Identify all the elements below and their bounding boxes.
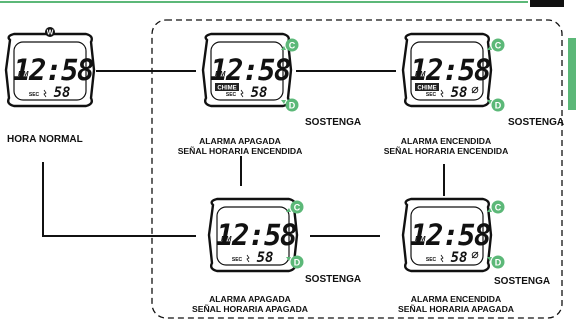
signal-icon: [440, 254, 444, 263]
seconds-label: SEC: [426, 257, 437, 263]
svg-text:D: D: [289, 100, 296, 110]
seconds-display: 58: [451, 85, 468, 101]
time-display: 12:58: [216, 218, 297, 252]
button-d-icon[interactable]: D: [487, 98, 505, 112]
watch-screen: [216, 206, 290, 266]
label-sostenga-4: SOSTENGA: [494, 276, 551, 287]
svg-text:C: C: [289, 40, 296, 50]
button-c-icon[interactable]: C: [487, 38, 505, 52]
pm-indicator: PM: [415, 236, 426, 243]
seconds-display: 58: [251, 85, 268, 101]
signal-icon: [43, 89, 47, 98]
label-senal-apagada-1: SEÑAL HORARIA APAGADA: [191, 304, 309, 314]
label-sostenga-3: SOSTENGA: [305, 274, 362, 285]
connector-normal-down: [42, 162, 196, 237]
dashed-frame: [151, 19, 563, 319]
time-display: 12:58: [210, 53, 291, 87]
button-c-icon[interactable]: C: [487, 200, 505, 214]
svg-text:D: D: [495, 100, 502, 110]
time-display: 12:58: [13, 53, 94, 87]
time-display: 12:58: [410, 53, 491, 87]
connectors: [42, 70, 445, 237]
button-d-icon[interactable]: D: [286, 255, 304, 269]
label-alarma-encendida-2: ALARMA ENCENDIDA: [410, 294, 502, 304]
chime-indicator: [215, 83, 239, 91]
pm-indicator: PM: [221, 236, 232, 243]
seconds-display: 58: [257, 250, 274, 266]
seconds-label: SEC: [226, 92, 237, 98]
svg-text:C: C: [495, 202, 502, 212]
seconds-label: SEC: [29, 92, 40, 98]
signal-icon: [440, 89, 444, 98]
label-alarma-apagada-1: ALARMA APAGADA: [199, 136, 281, 146]
svg-text:D: D: [495, 257, 502, 267]
mode-badge: [45, 27, 55, 37]
alarm-mode-icon: [471, 251, 479, 259]
top-rule: [0, 0, 564, 7]
signal-icon: [246, 254, 250, 263]
label-hora-normal: HORA NORMAL: [7, 134, 83, 145]
label-senal-apagada-2: SEÑAL HORARIA APAGADA: [397, 304, 515, 314]
svg-text:C: C: [294, 202, 301, 212]
chime-label: CHIME: [217, 86, 236, 92]
signal-icon: [240, 89, 244, 98]
label-sostenga-1: SOSTENGA: [305, 117, 362, 128]
button-d-icon[interactable]: D: [487, 255, 505, 269]
pm-indicator: PM: [18, 71, 29, 78]
svg-text:D: D: [294, 257, 301, 267]
seconds-label: SEC: [232, 257, 243, 263]
side-tab: [568, 38, 576, 110]
button-c-icon[interactable]: C: [286, 200, 304, 214]
label-alarma-encendida-1: ALARMA ENCENDIDA: [400, 136, 492, 146]
pm-indicator: PM: [415, 71, 426, 78]
seconds-display: 58: [54, 85, 71, 101]
watch-screen: [410, 206, 484, 266]
chime-label: CHIME: [417, 86, 436, 92]
seconds-display: 58: [451, 250, 468, 266]
mode-badge-letter: W: [47, 30, 54, 37]
label-senal-encendida-1: SEÑAL HORARIA ENCENDIDA: [177, 146, 303, 156]
label-senal-encendida-2: SEÑAL HORARIA ENCENDIDA: [383, 146, 509, 156]
time-display: 12:58: [410, 218, 491, 252]
label-alarma-apagada-2: ALARMA APAGADA: [209, 294, 291, 304]
button-d-icon[interactable]: D: [281, 98, 299, 112]
seconds-label: SEC: [426, 92, 437, 98]
alarm-mode-icon: [471, 86, 479, 94]
label-sostenga-2: SOSTENGA: [508, 117, 565, 128]
button-group: C D C D C D C D: [281, 38, 505, 269]
pm-indicator: PM: [215, 71, 226, 78]
button-c-icon[interactable]: C: [281, 38, 299, 52]
chime-indicator: [415, 83, 439, 91]
watch-screen: [13, 41, 87, 101]
svg-text:C: C: [495, 40, 502, 50]
